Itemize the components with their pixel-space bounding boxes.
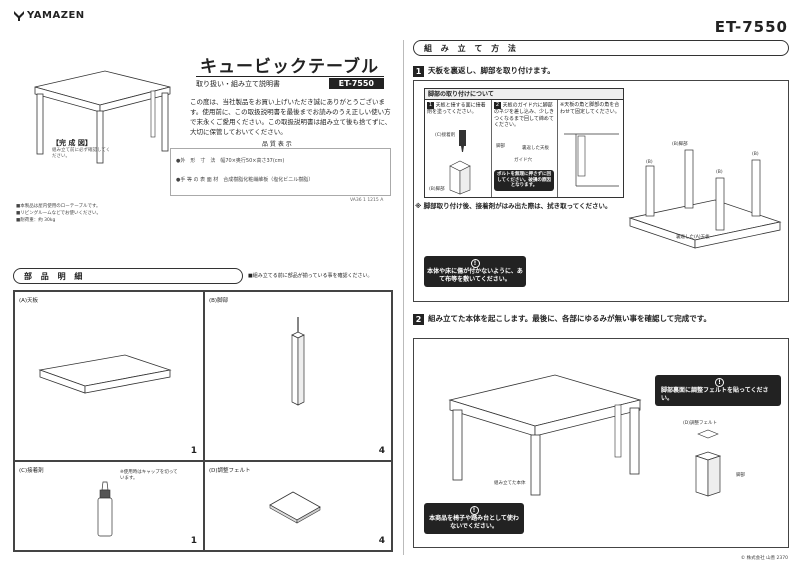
step2-warning-text: 本商品を椅子や踏み台として使わないでください。: [429, 515, 519, 530]
inset-col1-text: 天板と接する面に接着剤を塗ってください。: [427, 102, 486, 115]
brand-logo: YAMAZEN: [14, 10, 85, 21]
intro-text: この度は、当社製品をお買い上げいただき誠にありがとうございます。使用前に、この取…: [190, 98, 392, 136]
step1-number: 1: [413, 66, 424, 77]
assembled-table-drawing: [448, 374, 642, 496]
felt-drawing: [269, 491, 321, 524]
note-item: ■リビングルームなどでお使いください。: [16, 211, 102, 216]
inset-col2-text: 天板のガイド穴に脚部のネジを差し込み、少しきつくなるまで回して締めてください。: [494, 102, 555, 128]
part-qty: 1: [190, 446, 197, 456]
glue-note: ※使用時はキャップを切っています。: [120, 470, 178, 481]
version-code: VA36 1 1215 A: [350, 198, 384, 203]
glue-apply-drawing: [449, 130, 471, 195]
completed-table-drawing: [34, 70, 171, 164]
felt-warning-text: 脚部裏面に調整フェルトを貼ってください。: [661, 387, 769, 402]
step1-warning-text: 本体や床に傷が付かないように、あて布等を敷いてください。: [427, 268, 523, 283]
inset-step-1: 1: [427, 102, 434, 109]
felt-label: (D)調整フェルト: [683, 421, 717, 426]
warning-icon: !: [715, 378, 724, 387]
subtitle-text: 取り扱い・組み立て説明書: [196, 79, 280, 88]
warning-icon: !: [470, 259, 480, 268]
warning-icon: !: [469, 506, 479, 515]
felt-leg-label: 脚部: [736, 473, 745, 478]
inset-lbl-guide: ガイド穴: [514, 158, 532, 163]
parts-note: ■組み立てる前に部品が揃っている事を確認ください。: [248, 273, 373, 279]
step2-box: [413, 338, 789, 548]
step2-heading: 2 組み立てた本体を起こします。最後に、各部にゆるみが無い事を確認して完成です。: [413, 314, 789, 325]
spec-box: [170, 148, 391, 196]
subtitle-model: ET-7550: [328, 78, 384, 89]
part-qty: 1: [190, 536, 197, 546]
inset-lbl-top: 裏返した天板: [522, 146, 549, 151]
parts-header: 部 品 明 細: [13, 268, 243, 284]
part-qty: 4: [378, 446, 385, 456]
inset-col2-warn: ボルトを無理に押さずに回してください。破損の原因となります。: [494, 170, 554, 191]
corner-align-drawing: [564, 133, 619, 187]
leg-attach-inset: 脚部の取り付けについて 1 天板と接する面に接着剤を塗ってください。 (C)接着…: [424, 88, 624, 198]
step1-leg-b-2: (B): [716, 170, 723, 175]
inset-col3-text: ※天板の角と脚部の角を合わせて固定してください。: [560, 102, 620, 115]
inset-col-1: 1 天板と接する面に接着剤を塗ってください。 (C)接着剤 (B)脚部: [425, 100, 491, 197]
inset-title: 脚部の取り付けについて: [425, 89, 623, 100]
part-cell-top: (A)天板 1: [14, 291, 204, 461]
part-label: (D)調整フェルト: [209, 468, 251, 474]
part-label: (A)天板: [19, 298, 39, 304]
yamazen-logo-icon: [14, 10, 24, 21]
subtitle-bar: 取り扱い・組み立て説明書 ET-7550: [196, 76, 384, 90]
felt-attach-drawing: [694, 429, 722, 497]
step2-text: 組み立てた本体を起こします。最後に、各部にゆるみが無い事を確認して完成です。: [428, 314, 712, 323]
step2-number: 2: [413, 314, 424, 325]
glue-bottle-drawing: [97, 481, 113, 537]
note-item: ■耐荷重：約 30kg: [16, 218, 56, 223]
inset-lbl-leg2: 脚部: [496, 144, 505, 149]
inset-col-2: 2 天板のガイド穴に脚部のネジを差し込み、少しきつくなるまで回して締めてください…: [491, 100, 557, 197]
model-code: ET-7550: [714, 18, 788, 36]
completed-note: 組み立て前に必ず確認してください。: [52, 148, 111, 159]
part-label: (C)接着剤: [19, 468, 44, 474]
tabletop-drawing: [38, 354, 172, 394]
completed-label: 【完 成 図】: [52, 139, 92, 147]
felt-warning: ! 脚部裏面に調整フェルトを貼ってください。: [655, 375, 781, 406]
assembly-header: 組 み 立 て 方 法: [413, 40, 789, 56]
legs-on-tabletop-drawing: [628, 149, 782, 249]
part-cell-glue: (C)接着剤 ※使用時はキャップを切っています。 1: [14, 461, 204, 551]
page-divider: [403, 40, 404, 555]
inset-lbl-glue: (C)接着剤: [435, 133, 456, 138]
part-cell-leg: (B)脚部 4: [204, 291, 392, 461]
inset-lbl-leg: (B)脚部: [429, 187, 445, 192]
step1-leg-b-3: (B): [752, 152, 759, 157]
step1-leg-b-1: (B): [646, 160, 653, 165]
step2-warning: ! 本商品を椅子や踏み台として使わないでください。: [424, 503, 524, 534]
footer-copyright: © 株式会社 山善 2370: [740, 556, 788, 561]
step1-warning: ! 本体や床に傷が付かないように、あて布等を敷いてください。: [424, 256, 526, 287]
spec-line-material: ●手 等 の 表 面 材 合成樹脂化粧繊維板（塩化ビニル樹脂）: [176, 177, 314, 183]
step1-heading: 1 天板を裏返し、脚部を取り付けます。: [413, 66, 789, 77]
notes-list: ■本製品は屋内使用のローテーブルです。 ■リビングルームなどでお使いください。 …: [16, 203, 101, 224]
part-label: (B)脚部: [209, 298, 229, 304]
inset-step-2: 2: [494, 102, 501, 109]
step1-top-label: 裏返した(A)天板: [676, 235, 710, 240]
leg-drawing: [291, 317, 305, 406]
brand-name: YAMAZEN: [27, 10, 85, 21]
step1-text: 天板を裏返し、脚部を取り付けます。: [428, 66, 555, 75]
page-title: キュービックテーブル: [200, 57, 379, 77]
inset-col-3: ※天板の角と脚部の角を合わせて固定してください。: [557, 100, 623, 197]
step1-caution: ※ 脚部取り付け後、接着剤がはみ出た際は、拭き取ってください。: [415, 202, 612, 210]
part-cell-felt: (D)調整フェルト 4: [204, 461, 392, 551]
parts-grid: (A)天板 1 (B)脚部 4 (C)接着剤 ※使用時はキャップを切っています。…: [13, 290, 393, 552]
step1-leg-label: (B)脚部: [672, 142, 688, 147]
spec-line-dimensions: ●外 形 寸 法 幅70×奥行50×高さ37(cm): [176, 158, 285, 164]
step2-body-label: 組み立てた本体: [494, 481, 526, 486]
note-item: ■本製品は屋内使用のローテーブルです。: [16, 204, 101, 209]
part-qty: 4: [378, 536, 385, 546]
step1-box: [413, 80, 789, 302]
